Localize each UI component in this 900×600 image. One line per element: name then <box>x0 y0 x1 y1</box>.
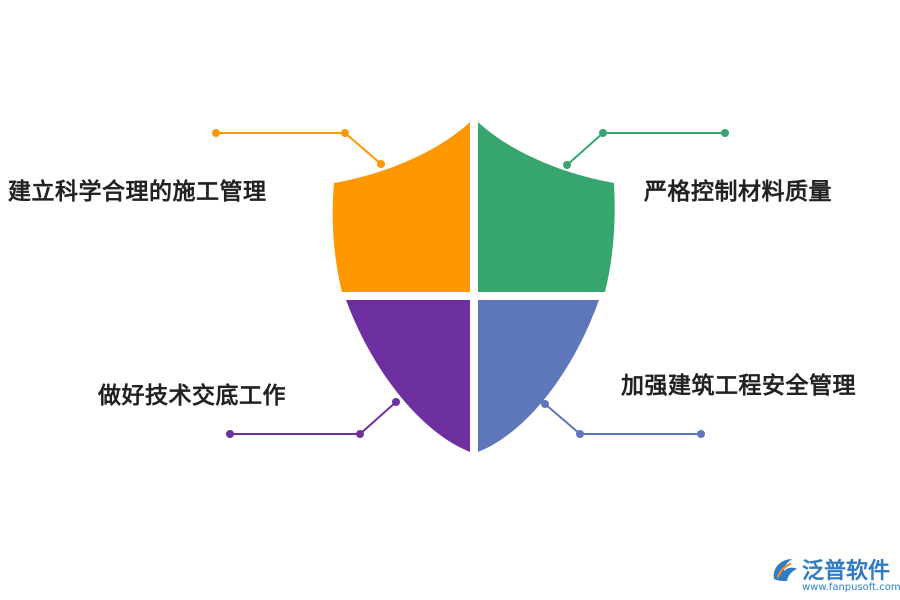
brand-logo: 泛普软件 www.fanpusoft.com <box>770 553 900 598</box>
connector-top-right <box>563 129 729 169</box>
shield-quadrant-top-right <box>478 122 615 292</box>
connector-bottom-right <box>541 400 705 438</box>
shield-quadrant-top-left <box>332 122 470 292</box>
fanpu-logo-icon <box>773 559 797 581</box>
label-top-left: 建立科学合理的施工管理 <box>8 179 267 205</box>
logo-name: 泛普软件 <box>802 559 891 584</box>
connector-top-left <box>212 129 385 168</box>
shield-quadrant-bottom-left <box>346 300 470 452</box>
label-bottom-right: 加强建筑工程安全管理 <box>621 373 856 399</box>
shield-quadrant-bottom-right <box>478 300 599 452</box>
logo-url: www.fanpusoft.com <box>802 582 900 593</box>
connector-bottom-left <box>226 398 400 438</box>
label-bottom-left: 做好技术交底工作 <box>98 383 286 409</box>
label-top-right: 严格控制材料质量 <box>644 179 832 205</box>
